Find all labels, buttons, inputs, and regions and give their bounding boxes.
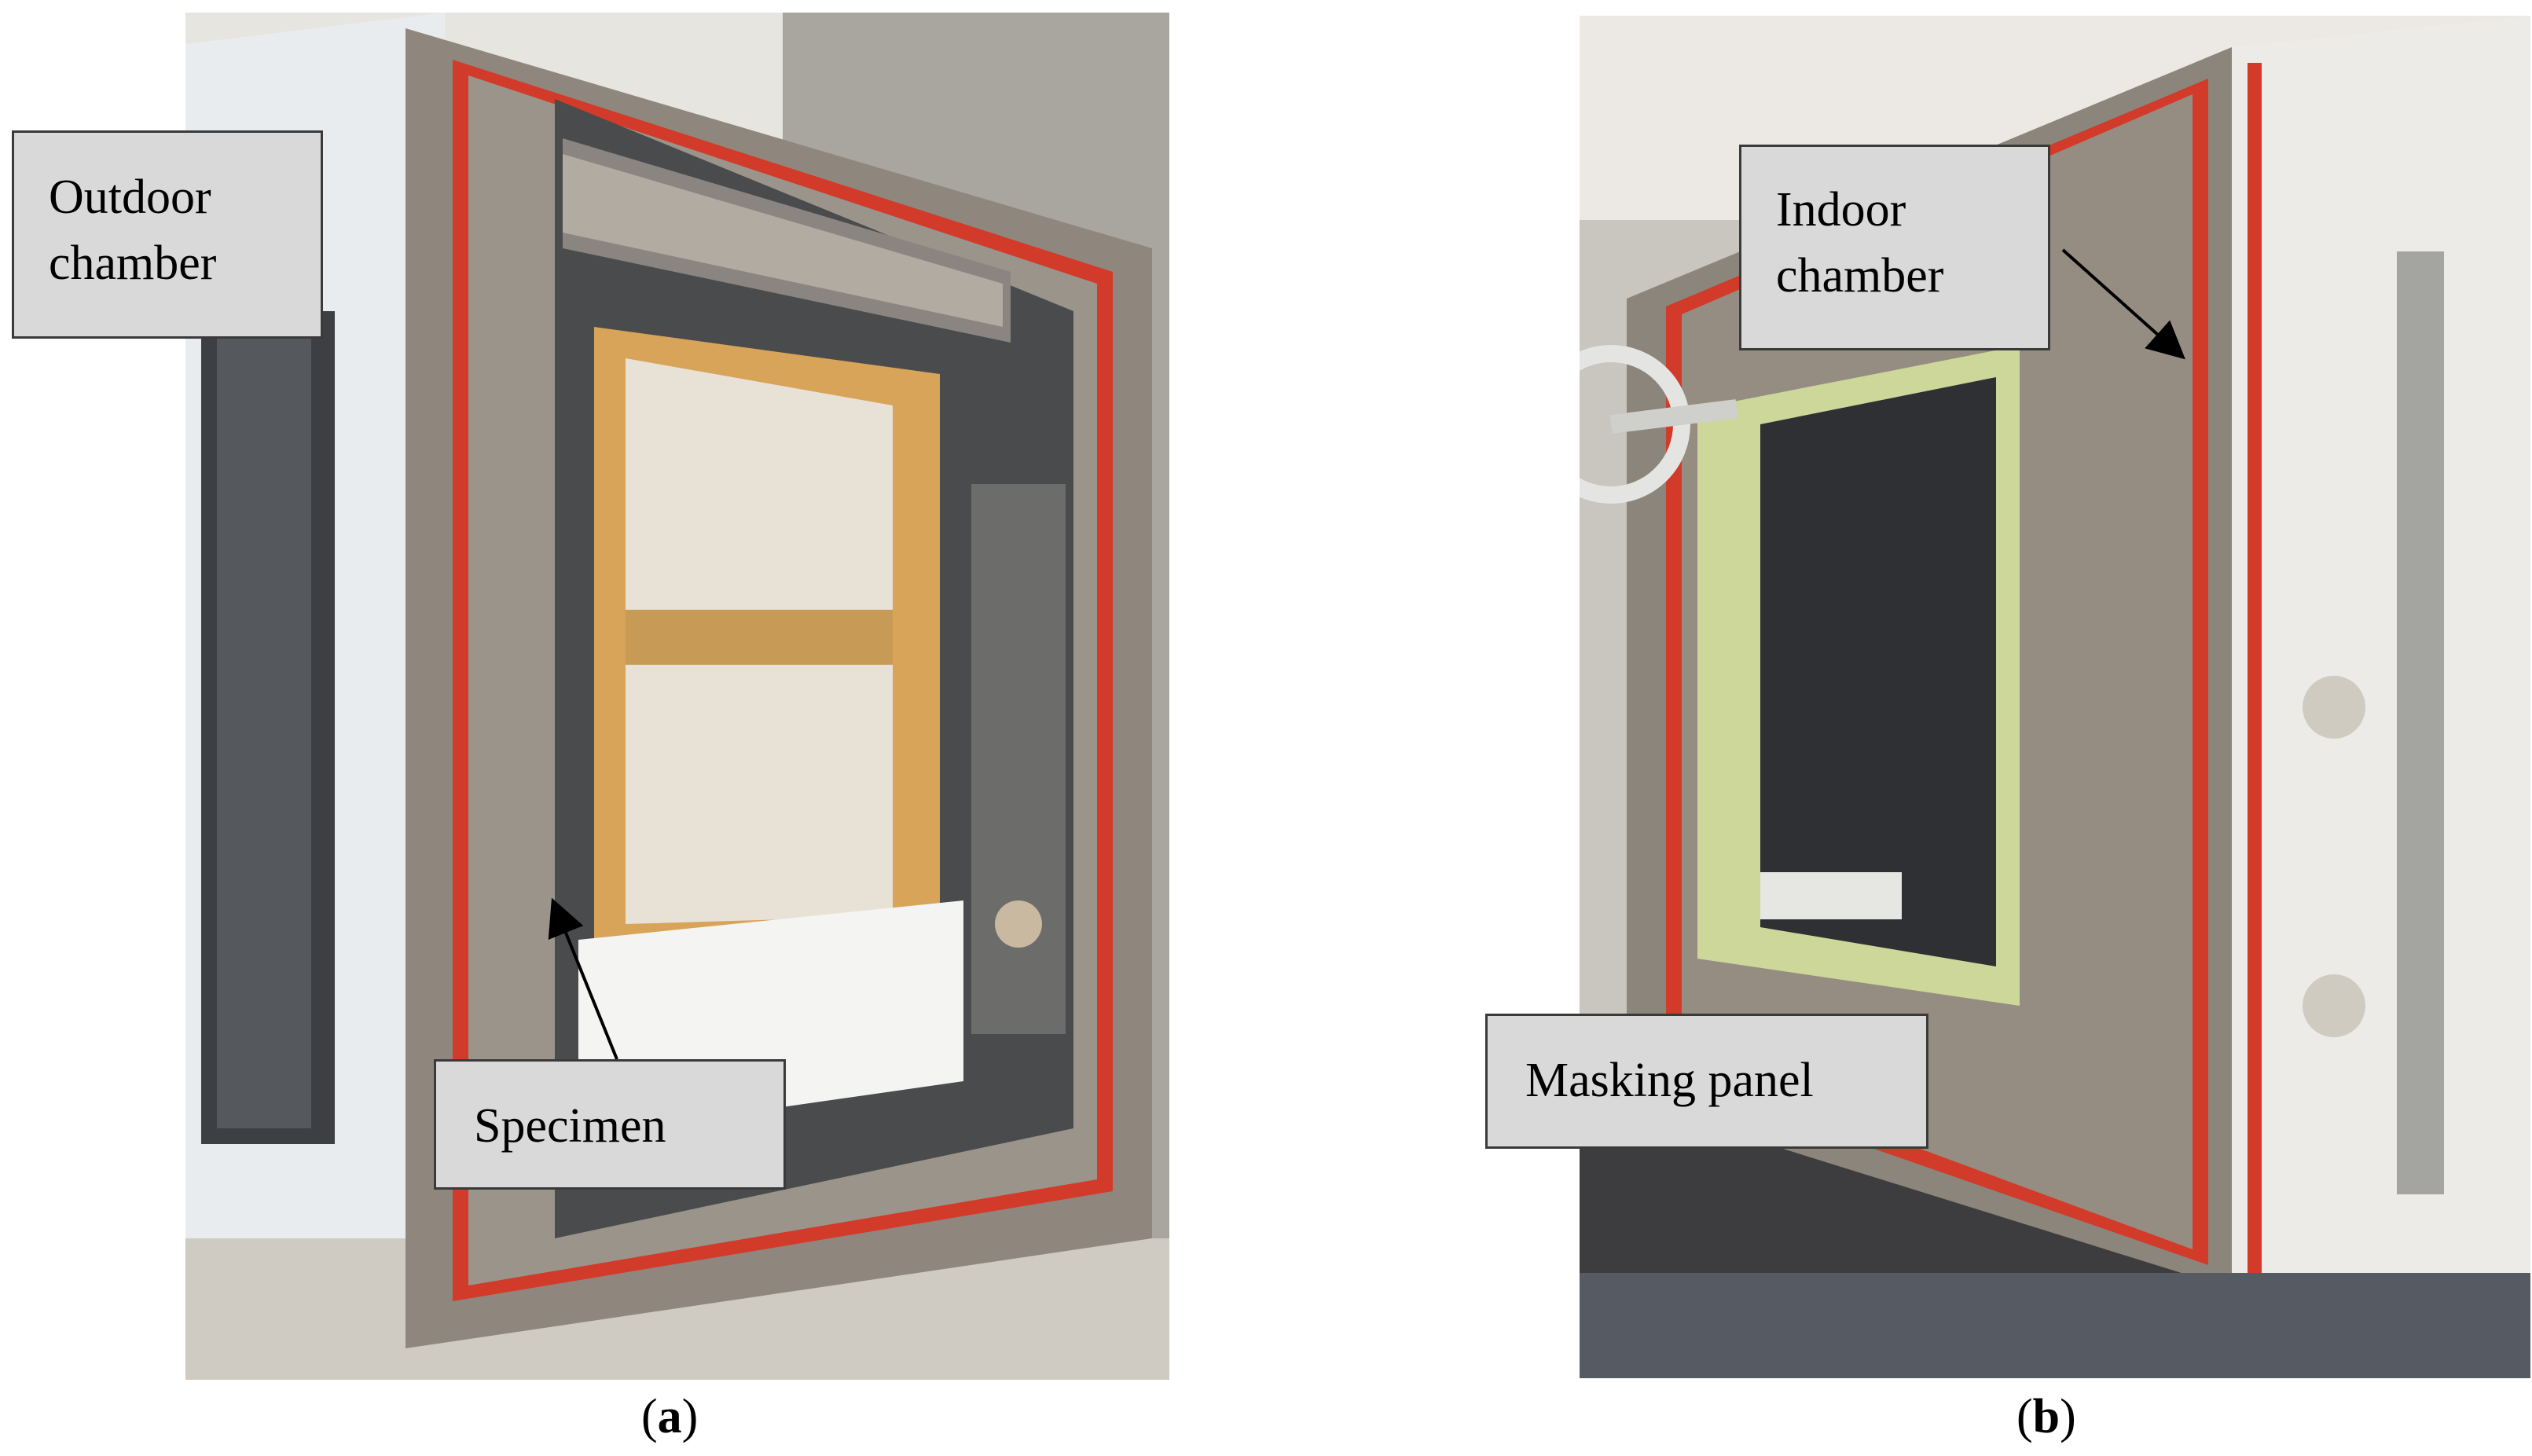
indoor-chamber-label: Indoor chamber xyxy=(1739,145,2050,350)
specimen-label: Specimen xyxy=(434,1059,786,1190)
outdoor-chamber-illustration xyxy=(185,13,1169,1380)
photo-indoor-chamber xyxy=(1580,16,2530,1378)
indoor-label-line2: chamber xyxy=(1776,249,1944,303)
caption-a: (a) xyxy=(641,1390,699,1443)
outdoor-chamber-label: Outdoor chamber xyxy=(12,130,323,339)
masking-label-text: Masking panel xyxy=(1525,1054,1814,1107)
indoor-label-line1: Indoor xyxy=(1776,183,1906,237)
caption-b-letter: b xyxy=(2032,1390,2060,1443)
outdoor-label-line2: chamber xyxy=(49,237,217,291)
outdoor-label-line1: Outdoor xyxy=(49,171,211,224)
caption-b: (b) xyxy=(2016,1390,2076,1443)
photo-outdoor-chamber xyxy=(185,13,1169,1380)
caption-a-letter: a xyxy=(657,1390,682,1443)
indoor-chamber-illustration xyxy=(1580,16,2530,1378)
specimen-label-text: Specimen xyxy=(474,1099,666,1153)
masking-panel-label: Masking panel xyxy=(1485,1014,1928,1149)
